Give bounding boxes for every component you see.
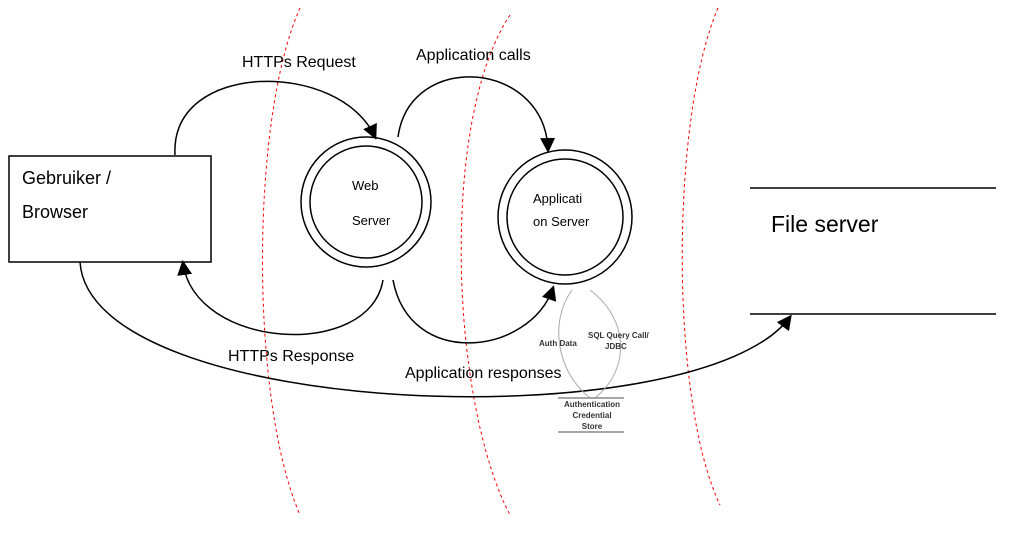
- app-server-label-1: Applicati: [533, 191, 583, 206]
- https-request-label: HTTPs Request: [242, 54, 356, 71]
- https-response-label: HTTPs Response: [228, 348, 355, 365]
- app-server-inner: [506, 158, 624, 276]
- file-server-arrow: [79, 261, 792, 398]
- file-server-label: File server: [771, 211, 879, 237]
- browser-label-1: Gebruiker /: [22, 168, 112, 188]
- trust-boundary-2: [460, 14, 511, 516]
- auth-store-line-2: Credential: [572, 411, 612, 420]
- app-calls-label: Application calls: [416, 47, 531, 64]
- auth-data-label: Auth Data: [539, 339, 577, 348]
- https-response-arrow: [177, 260, 384, 336]
- app-responses-label: Application responses: [405, 365, 562, 382]
- app-calls-arrow: [397, 76, 556, 153]
- app-server-label-2: on Server: [533, 214, 590, 229]
- browser-box: [8, 155, 212, 263]
- sql-query-label: SQL Query Call/: [588, 331, 649, 340]
- jdbc-label: JDBC: [605, 342, 627, 351]
- web-server-inner: [309, 145, 423, 259]
- trust-boundary-1: [262, 7, 301, 516]
- auth-store-line-3: Store: [581, 422, 603, 431]
- auth-store-line-1: Authentication: [564, 400, 620, 409]
- trust-boundary-3: [681, 7, 721, 506]
- sql-query-flow: [589, 289, 622, 399]
- https-request-arrow: [174, 80, 377, 156]
- auth-data-flow: [558, 289, 591, 399]
- browser-label-2: Browser: [22, 202, 89, 222]
- trust-boundaries: [262, 7, 721, 516]
- web-server-label-2: Server: [352, 213, 391, 228]
- app-responses-arrow: [392, 279, 557, 344]
- auth-store-label: Authentication Credential Store: [558, 399, 626, 432]
- web-server-label-1: Web: [352, 178, 379, 193]
